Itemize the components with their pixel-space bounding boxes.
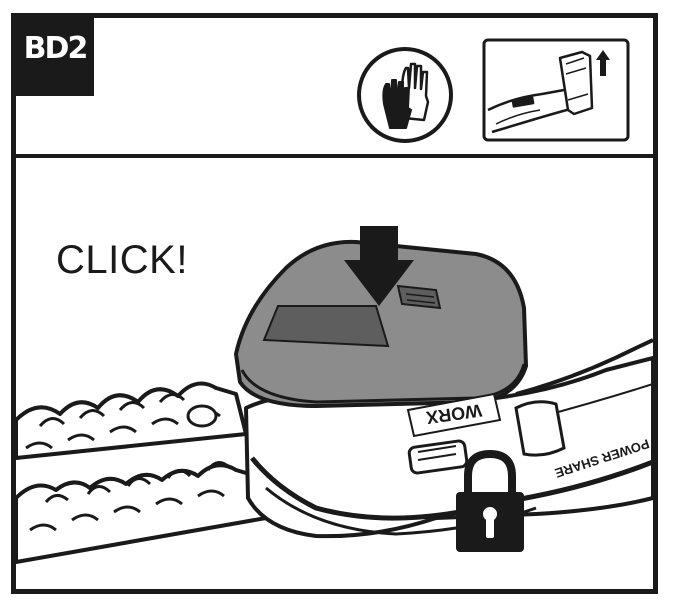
padlock-icon: [456, 449, 524, 552]
blade-teeth: [16, 381, 268, 564]
gloves-icon: [357, 47, 453, 143]
panel-header: BD2: [16, 18, 653, 158]
battery-pack: [234, 239, 528, 438]
arrow-down-icon: [344, 226, 414, 306]
battery-panel: [262, 305, 390, 348]
blade-boss: [186, 404, 218, 428]
step-badge: BD2: [16, 18, 94, 96]
instruction-panel: BD2 CLICK!: [11, 13, 658, 594]
shear-illustration: WORX POWER SHARE: [16, 226, 653, 564]
battery-removal-icon: [482, 38, 630, 142]
click-callout: CLICK!: [56, 238, 188, 282]
illustration-area: CLICK!: [16, 158, 653, 589]
